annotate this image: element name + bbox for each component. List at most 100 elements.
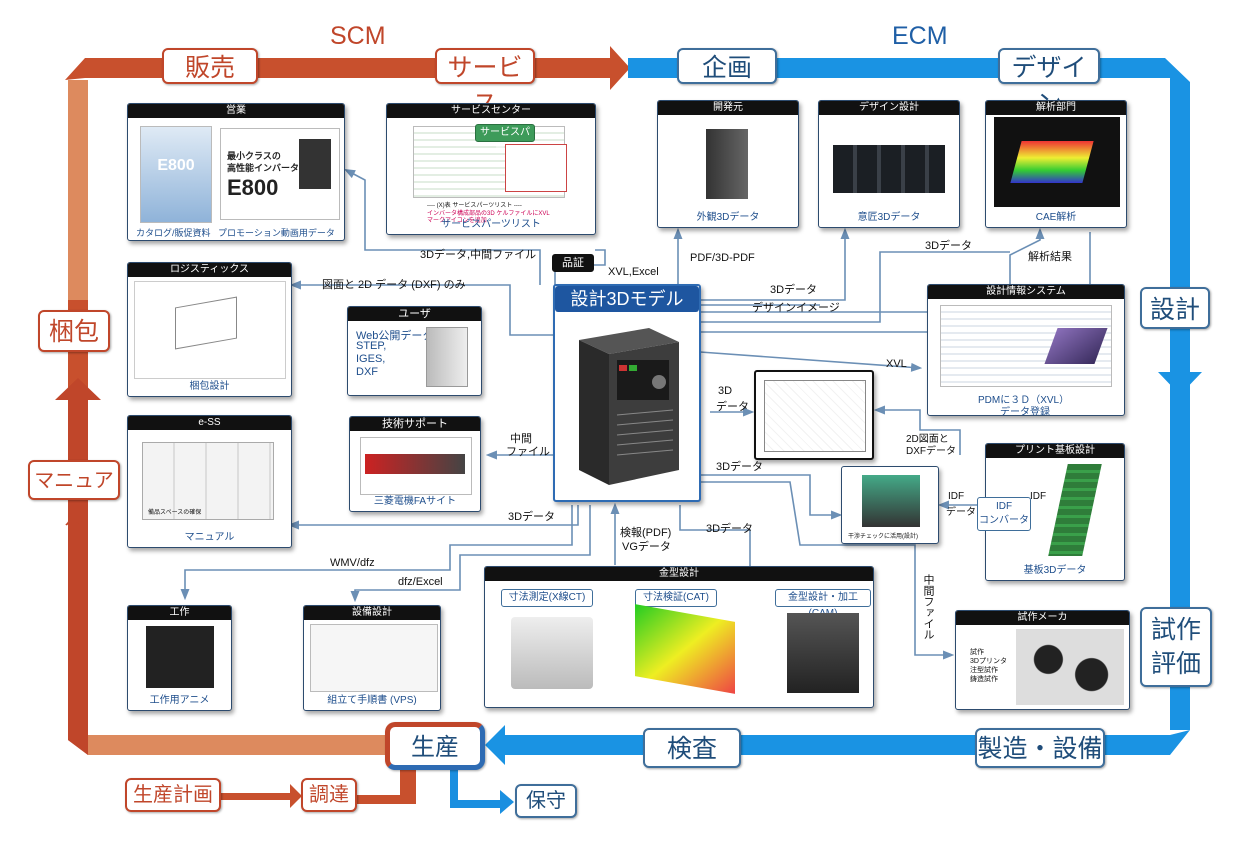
- packaging-box: [175, 296, 237, 350]
- panel-gijutsu[interactable]: 技術サポート 三菱電機FAサイト: [349, 416, 481, 512]
- label-2d-a: 2D図面と: [906, 434, 949, 445]
- stage-konpo[interactable]: 梱包: [38, 310, 110, 352]
- scm-left-arrowhead: [55, 378, 101, 400]
- panel-user-title: ユーザ: [348, 307, 481, 321]
- promo-line2: 高性能インバータ: [227, 163, 300, 173]
- joho-caption2: データ登録: [1000, 407, 1050, 416]
- label-2d-b: DXFデータ: [906, 446, 956, 457]
- stage-seisan[interactable]: 生産: [385, 722, 485, 770]
- panel-kaiseki[interactable]: 解析部門 CAE解析: [985, 100, 1127, 228]
- promo-line3: E800: [227, 175, 279, 200]
- shisaku-line4: 鋳造試作: [970, 676, 998, 683]
- pdm-3d-part: [1044, 328, 1108, 364]
- panel-eigyo[interactable]: 営業 E800 最小クラスの 高性能インバータ E800 カタログ/販促資料 プ…: [127, 103, 345, 241]
- center-3d-model[interactable]: 設計3Dモデル: [553, 284, 701, 502]
- drawing-image: [764, 380, 866, 452]
- joho-caption1: PDMに３Ｄ（XVL）: [978, 395, 1070, 406]
- cae-shape: [1010, 141, 1094, 183]
- stage-service[interactable]: サービス: [435, 48, 535, 118]
- panel-ess-title: e-SS: [128, 416, 291, 430]
- stage-keikaku[interactable]: 生産計画: [125, 778, 221, 812]
- design-image: [833, 145, 945, 193]
- label-3d-a: 3D: [718, 385, 733, 397]
- user-line3: IGES,: [356, 353, 386, 365]
- service-note3: マークアイコンを追加: [427, 218, 487, 224]
- stage-sekkei[interactable]: 設計: [1140, 287, 1210, 329]
- user-line4: DXF: [356, 366, 378, 378]
- promo-line1: 最小クラスの: [227, 151, 281, 161]
- label-3d-data-check: 3Dデータ: [716, 461, 764, 473]
- scm-label: SCM: [330, 22, 386, 50]
- ecm-right-band: [1170, 78, 1190, 730]
- user-product-image: [426, 327, 468, 387]
- stage-seizo[interactable]: 製造・設備: [975, 728, 1105, 768]
- stage-manual[interactable]: マニュアル: [28, 460, 120, 530]
- center-title: 設計3Dモデル: [555, 286, 699, 312]
- stage-chotatsu[interactable]: 調達: [301, 778, 357, 812]
- service-caption: サービスパーツリスト: [441, 219, 541, 230]
- ess-note: 備品スペースの確保: [148, 510, 202, 516]
- service-note1: ---- (X)表 サービスパーツリスト ----: [427, 203, 522, 209]
- panel-check[interactable]: 干渉チェックに活用(設計): [841, 466, 939, 544]
- cat-image: [635, 604, 735, 694]
- panel-shisaku-maker[interactable]: 試作メーカ 試作 3Dプリンタ 注型試作 鋳造試作: [955, 610, 1130, 710]
- stage-design[interactable]: デザイン: [998, 48, 1100, 118]
- caption-promo: プロモーション動画用データ: [218, 228, 335, 238]
- scm-bottom-band: [88, 735, 385, 755]
- kiban-caption: 基板3Dデータ: [1023, 565, 1087, 576]
- fa-site-banner: [365, 454, 465, 474]
- inverter-image: [579, 328, 679, 485]
- scm-top-band: [65, 46, 630, 90]
- stage-kensa[interactable]: 検査: [643, 728, 741, 768]
- kanagata-sub3: 金型設計・加工(CAM): [775, 589, 871, 619]
- label-3d-data-design: 3Dデータ: [770, 284, 818, 296]
- scm-left-band-lower: [68, 400, 88, 755]
- panel-logistics-title: ロジスティックス: [128, 263, 291, 277]
- idf-converter[interactable]: IDF コンバータ: [977, 497, 1031, 531]
- panel-joho-title: 設計情報システム: [928, 285, 1124, 299]
- panel-logistics[interactable]: ロジスティックス 梱包設計: [127, 262, 292, 397]
- stage-hanbai[interactable]: 販売: [162, 48, 258, 84]
- panel-setsubi[interactable]: 設備設計 組立て手順書 (VPS): [303, 605, 441, 711]
- ecm-right-arrowhead: [1158, 372, 1202, 395]
- stage-shisaku[interactable]: 試作 評価: [1140, 607, 1212, 687]
- stage-hoshu[interactable]: 保守: [515, 784, 577, 818]
- panel-design-sekkei[interactable]: デザイン設計 意匠3Dデータ: [818, 100, 960, 228]
- cae-image: [994, 117, 1120, 207]
- promo-image: 最小クラスの 高性能インバータ E800: [220, 128, 340, 220]
- panel-eigyo-title: 営業: [128, 104, 344, 118]
- panel-kaihatsu[interactable]: 開発元 外観3Dデータ: [657, 100, 799, 228]
- gijutsu-caption: 三菱電機FAサイト: [373, 496, 457, 507]
- design-caption: 意匠3Dデータ: [857, 212, 921, 223]
- fa-site-image: [360, 437, 472, 495]
- label-chukan-b: ファイル: [506, 446, 550, 458]
- stage-kikaku[interactable]: 企画: [677, 48, 777, 84]
- idf-converter-line1: IDF: [995, 501, 1013, 512]
- panel-ess[interactable]: e-SS 備品スペースの確保 マニュアル: [127, 415, 292, 548]
- check-image: [862, 475, 920, 527]
- kanagata-sub1: 寸法測定(X線CT): [501, 589, 593, 607]
- ecm-label: ECM: [892, 22, 948, 50]
- panel-kanagata[interactable]: 金型設計 寸法測定(X線CT) 寸法検証(CAT) 金型設計・加工(CAM): [484, 566, 874, 708]
- xray-ct-image: [511, 617, 593, 689]
- label-idf-b: データ: [946, 507, 976, 518]
- label-3d-data-cae: 3Dデータ: [925, 240, 973, 252]
- label-chukan-a: 中間: [510, 433, 532, 445]
- check-caption: 干渉チェックに活用(設計): [848, 534, 918, 540]
- service-parts-tag: サービスパーツ: [475, 124, 535, 154]
- panel-kosaku[interactable]: 工作 工作用アニメ: [127, 605, 232, 711]
- cam-image: [787, 613, 859, 693]
- part-3d-image: [505, 144, 567, 192]
- user-line1: Web公開データ: [356, 330, 434, 342]
- panel-drawing[interactable]: [754, 370, 874, 460]
- kosaku-caption: 工作用アニメ: [149, 695, 210, 706]
- label-3d-b: データ: [716, 401, 749, 413]
- label-dfz-excel: dfz/Excel: [398, 576, 443, 588]
- panel-sekkei-joho[interactable]: 設計情報システム PDMに３Ｄ（XVL） データ登録: [927, 284, 1125, 416]
- setsubi-caption: 組立て手順書 (VPS): [327, 695, 417, 706]
- panel-service-center[interactable]: サービスセンター サービスパーツ ---- (X)表 サービスパーツリスト --…: [386, 103, 596, 235]
- promo-product: [299, 139, 331, 189]
- panel-user[interactable]: ユーザ Web公開データ STEP, IGES, DXF: [347, 306, 482, 396]
- kanagata-sub2: 寸法検証(CAT): [635, 589, 717, 607]
- label-design-image: デザインイメージ: [752, 302, 840, 314]
